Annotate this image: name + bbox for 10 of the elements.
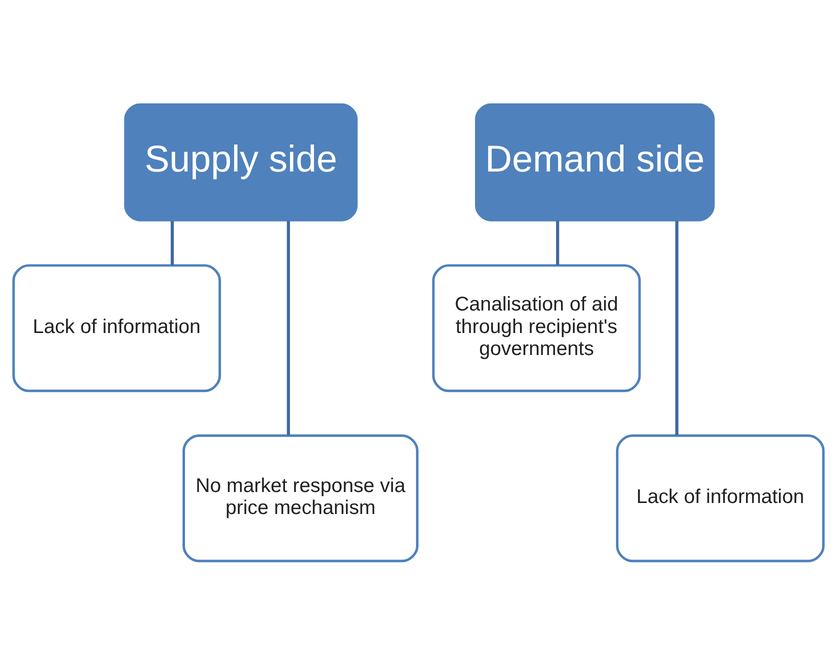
connector <box>286 220 290 436</box>
node-box: Demand side <box>475 103 715 222</box>
node-box: Lack of information <box>12 264 222 392</box>
connector <box>675 220 678 436</box>
connector <box>170 220 174 266</box>
node-box: Lack of information <box>616 434 825 562</box>
node-box: No market response via price mechanism <box>182 434 418 562</box>
node-box: Canalisation of aid through recipient's governments <box>432 264 641 392</box>
connector <box>556 220 560 266</box>
node-box: Supply side <box>124 103 358 222</box>
